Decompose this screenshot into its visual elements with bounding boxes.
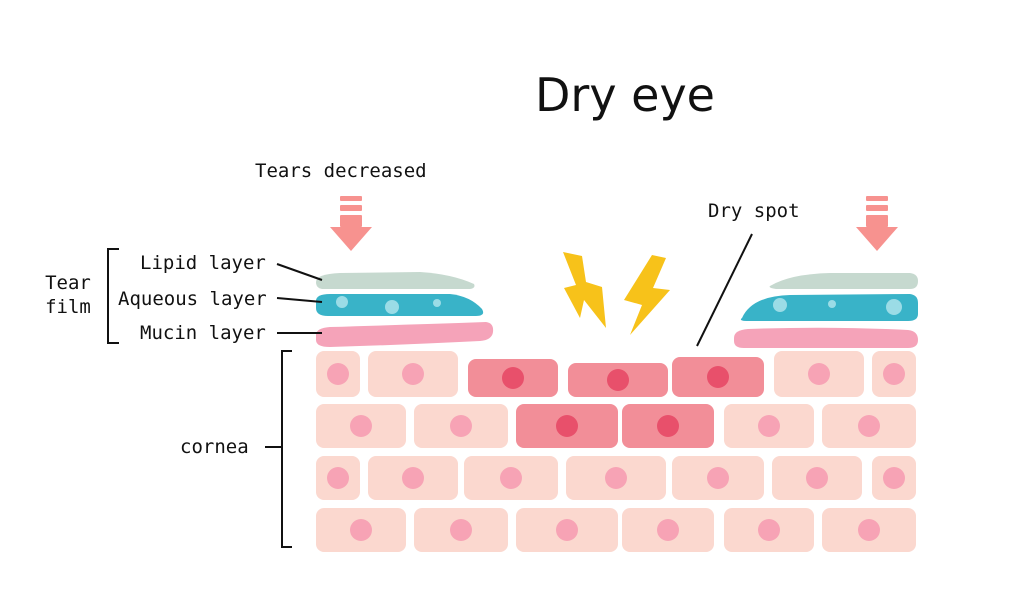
tear-film-left xyxy=(316,272,494,347)
cell-nucleus xyxy=(858,519,880,541)
lightning-icon xyxy=(624,255,670,335)
cell-nucleus xyxy=(450,415,472,437)
cell-nucleus xyxy=(707,366,729,388)
lipid-layer-left xyxy=(316,272,475,289)
cornea-label: cornea xyxy=(180,436,249,458)
cell-nucleus xyxy=(605,467,627,489)
lightning-icon xyxy=(563,252,606,328)
cell-nucleus xyxy=(327,467,349,489)
tears-decreased-label: Tears decreased xyxy=(255,160,427,182)
cornea-cells xyxy=(316,351,916,552)
tear-film-bracket xyxy=(107,248,119,344)
cell-nucleus xyxy=(500,467,522,489)
cell-nucleus xyxy=(808,363,830,385)
cell-nucleus xyxy=(502,367,524,389)
cell-nucleus xyxy=(883,467,905,489)
cell-nucleus xyxy=(556,415,578,437)
cell-nucleus xyxy=(327,363,349,385)
cell-nucleus xyxy=(758,415,780,437)
cell-nucleus xyxy=(350,415,372,437)
cell-nucleus xyxy=(883,363,905,385)
mucin-layer-label: Mucin layer xyxy=(140,322,266,344)
cell-nucleus xyxy=(402,467,424,489)
page-title: Dry eye xyxy=(534,68,715,122)
dry-spot-label: Dry spot xyxy=(708,200,800,222)
cell-nucleus xyxy=(806,467,828,489)
tear-film-line2: film xyxy=(45,296,91,318)
leader-lines xyxy=(107,233,753,548)
cell-nucleus xyxy=(402,363,424,385)
cell-nucleus xyxy=(657,519,679,541)
aqueous-layer-left xyxy=(316,294,484,316)
cell-nucleus xyxy=(350,519,372,541)
tear-film-label: Tear film xyxy=(40,271,96,319)
down-arrow-icon xyxy=(856,196,898,251)
cornea-bracket xyxy=(281,350,292,548)
cell-nucleus xyxy=(758,519,780,541)
cell-nucleus xyxy=(707,467,729,489)
down-arrow-icon xyxy=(330,196,372,251)
tear-film-right xyxy=(734,273,918,348)
cell-nucleus xyxy=(556,519,578,541)
tear-film-line1: Tear xyxy=(45,272,91,294)
cell-nucleus xyxy=(858,415,880,437)
lipid-layer-label: Lipid layer xyxy=(140,252,266,274)
cell-nucleus xyxy=(607,369,629,391)
cell-nucleus xyxy=(657,415,679,437)
cell-nucleus xyxy=(450,519,472,541)
mucin-layer-right xyxy=(734,327,918,348)
mucin-layer-left xyxy=(316,322,494,347)
aqueous-layer-label: Aqueous layer xyxy=(118,288,267,310)
lipid-layer-right xyxy=(769,273,918,289)
